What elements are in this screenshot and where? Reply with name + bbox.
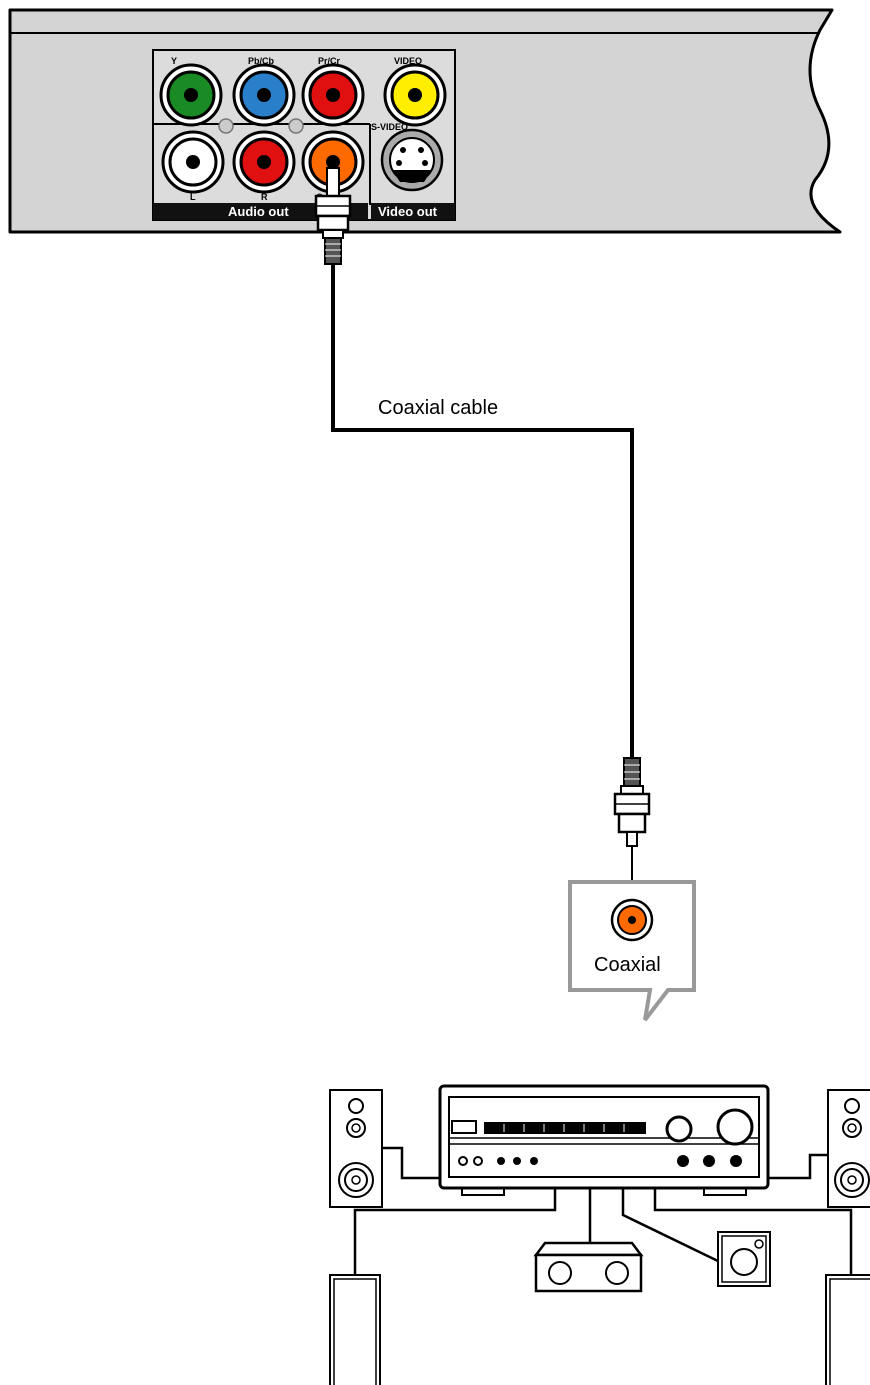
coaxial-plug-icon [314,167,352,265]
jack-label-pb: Pb/Cb [248,56,275,66]
jack-label-left: L [190,192,196,202]
coaxial-cable [331,264,634,758]
coaxial-callout [568,880,696,1022]
rca-jack-icon [232,63,296,127]
speaker-icon [329,1274,381,1385]
speaker-icon [827,1089,870,1208]
audio-out-label: Audio out [228,204,289,219]
cable-label: Coaxial cable [378,397,498,419]
rca-jack-icon [383,63,447,127]
amplifier-icon [438,1084,770,1190]
speaker-icon [533,1241,644,1293]
jack-label-pr: Pr/Cr [318,56,341,66]
rca-jack-icon [161,130,225,194]
speaker-icon [329,1089,383,1208]
callout-label: Coaxial [594,954,661,976]
jack-label-right: R [261,192,268,202]
jack-label-svideo: S-VIDEO [371,122,408,132]
rca-jack-icon [301,63,365,127]
rca-jack-icon [232,130,296,194]
rca-jack-icon [301,130,365,194]
speaker-icon [825,1274,870,1385]
jack-label-video: VIDEO [394,56,422,66]
video-out-label: Video out [378,204,438,219]
subwoofer-icon [717,1231,771,1287]
coaxial-plug-icon [613,757,651,847]
svideo-jack-icon [380,128,444,192]
jack-label-y: Y [171,56,177,66]
rca-jack-icon [159,63,223,127]
